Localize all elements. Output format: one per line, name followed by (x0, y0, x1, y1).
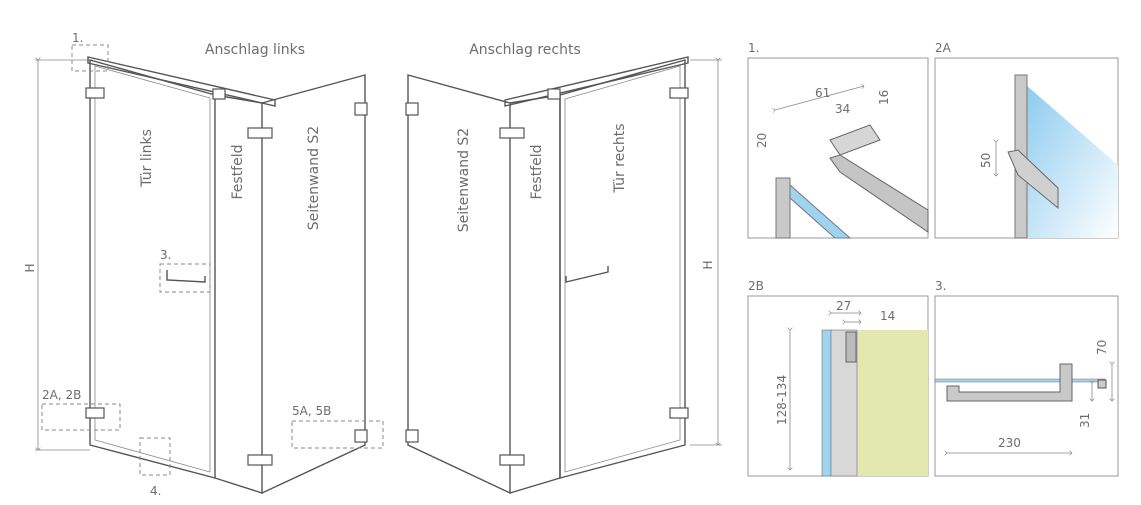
dim-230: 230 (998, 436, 1021, 450)
callout-box-5 (291, 420, 384, 449)
callout-4: 4. (150, 484, 161, 498)
detail-1-label: 1. (748, 41, 759, 55)
dim-14: 14 (880, 309, 895, 323)
callout-5: 5A, 5B (292, 404, 331, 418)
callout-3: 3. (160, 248, 171, 262)
dim-31: 31 (1078, 413, 1092, 428)
callout-box-1 (71, 44, 109, 72)
dim-50: 50 (979, 153, 993, 168)
callout-box-3 (159, 263, 211, 293)
dim-20: 20 (755, 133, 769, 148)
detail-3-label: 3. (935, 279, 946, 293)
label-door-left: Tür links (139, 129, 155, 188)
door-panel-left (89, 59, 216, 479)
dim-61: 61 (815, 86, 830, 100)
detail-2b: 2B 27 14 128-134 (747, 279, 929, 477)
label-side-left: Seitenwand S2 (306, 126, 322, 230)
callout-box-4 (139, 437, 171, 476)
detail-2b-label: 2B (748, 279, 764, 293)
dim-70: 70 (1095, 340, 1109, 355)
stabilizer-bar-left (87, 56, 276, 107)
dim-128-134: 128-134 (775, 375, 789, 425)
door-panel-right (559, 59, 686, 479)
label-door-right: Tür rechts (612, 123, 628, 193)
height-label-right: H (701, 260, 715, 269)
callout-1: 1. (72, 31, 83, 45)
callout-2: 2A, 2B (42, 388, 81, 402)
handle-left (166, 270, 206, 283)
label-fixed-left: Festfeld (230, 144, 246, 199)
label-side-right: Seitenwand S2 (456, 128, 472, 232)
height-label-left: H (23, 263, 37, 272)
title-left: Anschlag links (205, 42, 305, 58)
dim-16: 16 (877, 90, 891, 105)
detail-3: 3. 70 31 230 (934, 279, 1119, 477)
dim-27: 27 (836, 299, 851, 313)
detail-1: 1. 61 34 16 20 (747, 41, 929, 239)
left-hinge-drawing: H Tür links Festfeld Seitenwand S2 1. 3.… (23, 31, 384, 498)
callout-box-2 (41, 403, 121, 431)
label-fixed-right: Festfeld (529, 144, 545, 199)
handle-right (565, 266, 609, 283)
title-right: Anschlag rechts (469, 42, 581, 58)
right-hinge-drawing: Seitenwand S2 Festfeld Tür rechts H (405, 56, 722, 495)
detail-2a-label: 2A (935, 41, 952, 55)
dim-34: 34 (835, 102, 850, 116)
detail-2a: 2A 50 (934, 41, 1119, 239)
